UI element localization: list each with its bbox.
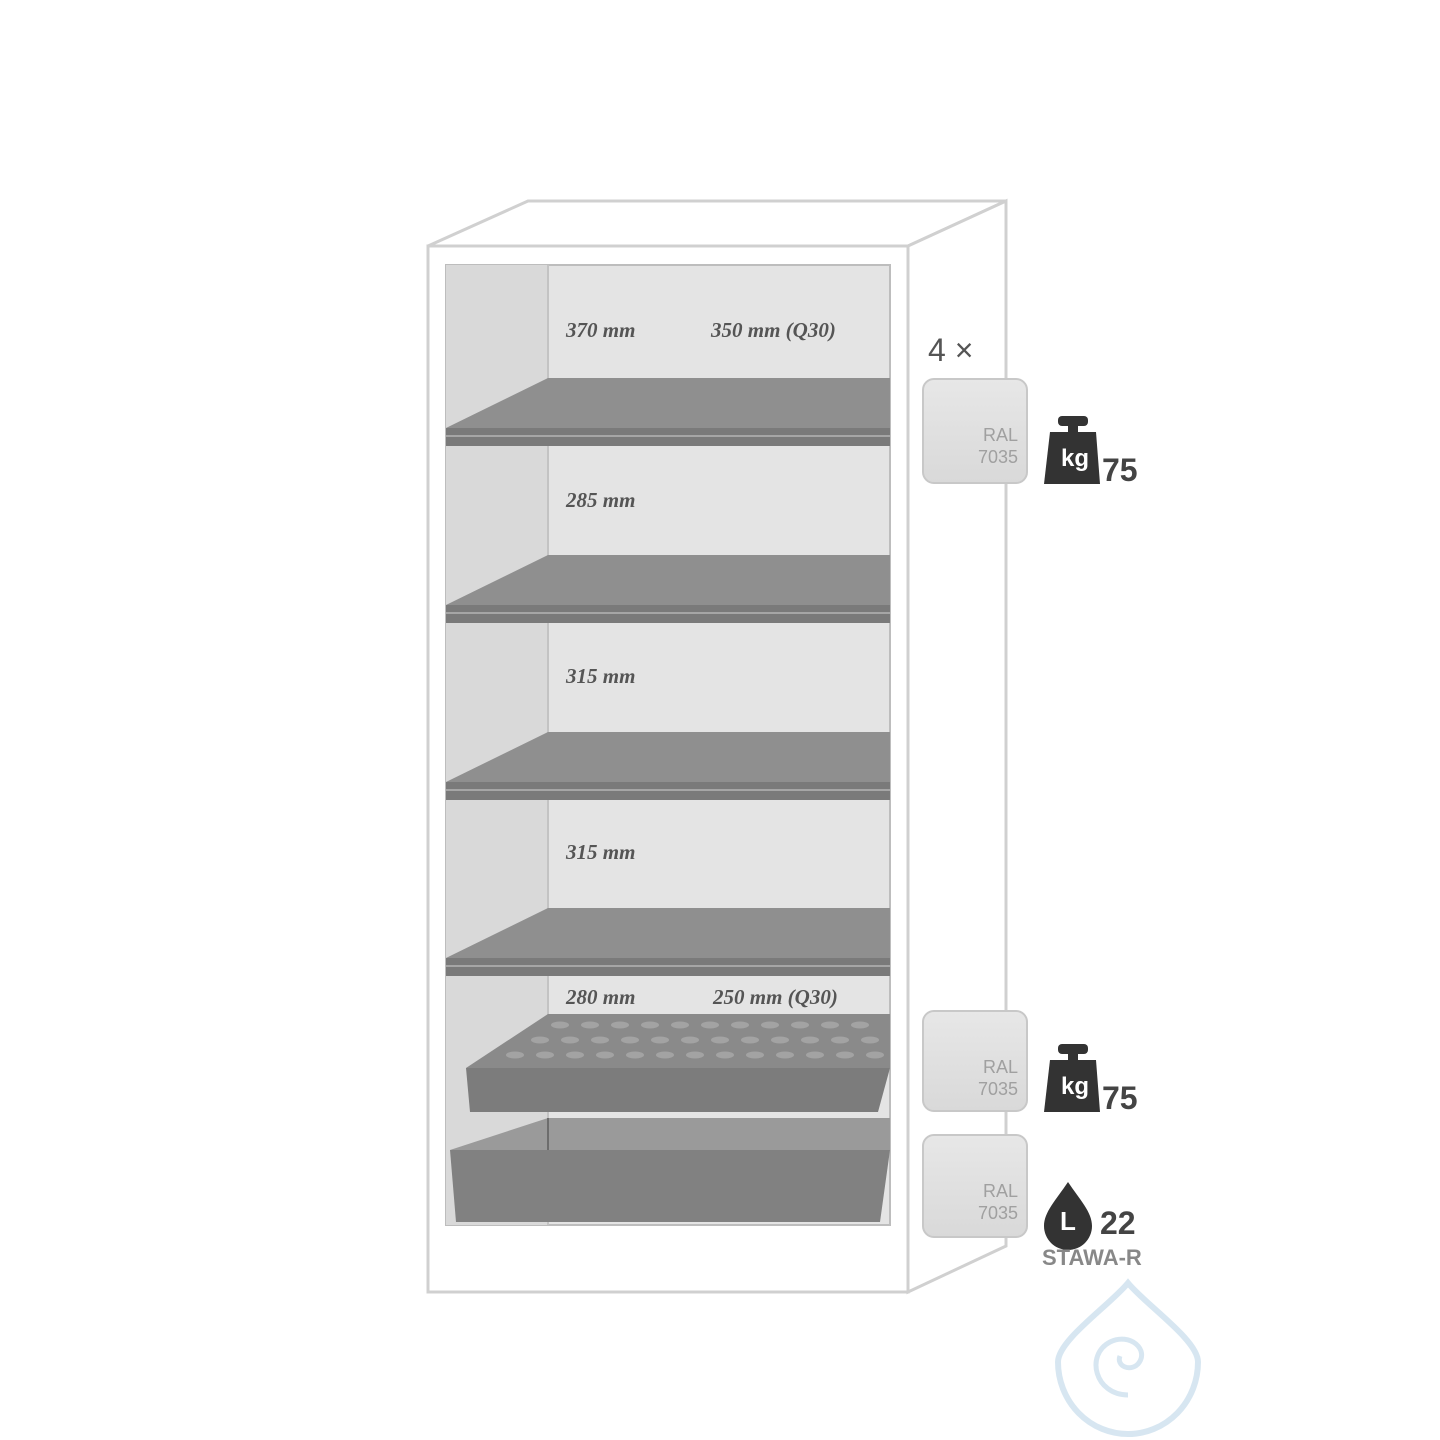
shelf-3 <box>446 732 890 800</box>
swatch-ral-code: 7035 <box>977 1079 1018 1099</box>
shelf-load-value: 75 <box>1102 452 1138 488</box>
weight-unit-letters: kg <box>1060 445 1089 472</box>
compartment-3-depth: 315 mm <box>566 664 636 688</box>
weight-kg-icon <box>1044 416 1100 484</box>
compartment-1-alt-depth: 350 mm (Q30) <box>711 318 836 342</box>
swatch-ral-code: 7035 <box>977 447 1018 467</box>
color-swatch: RAL 7035 <box>922 1010 1028 1112</box>
shelf-1 <box>446 378 890 446</box>
weight-kg-icon <box>1044 1044 1100 1112</box>
swatch-ral-label: RAL <box>982 425 1018 445</box>
compartment-4-depth: 315 mm <box>566 840 636 864</box>
compartment-1-depth: 370 mm <box>566 318 636 342</box>
sump-volume-value: 22 <box>1100 1205 1136 1241</box>
swatch-ral-label: RAL <box>982 1057 1018 1077</box>
shelf-count-label: 4 × <box>928 332 974 368</box>
perforated-insert <box>466 1014 890 1112</box>
watermark-logo <box>1054 1278 1202 1437</box>
swatch-ral-label: RAL <box>982 1181 1018 1201</box>
bottom-sump <box>450 1118 890 1222</box>
volume-unit-letter: L <box>1060 1206 1076 1236</box>
weight-unit-letters: kg <box>1060 1073 1089 1100</box>
sump-standard-label: STAWA-R <box>1042 1245 1142 1270</box>
swatch-ral-code: 7035 <box>977 1203 1018 1223</box>
insert-load-value: 75 <box>1102 1080 1138 1116</box>
compartment-5-alt-depth: 250 mm (Q30) <box>713 985 838 1009</box>
shelf-4 <box>446 908 890 976</box>
color-swatch: RAL 7035 <box>922 1134 1028 1238</box>
color-swatch: RAL 7035 <box>922 378 1028 484</box>
compartment-5-depth: 280 mm <box>566 985 636 1009</box>
liquid-drop-icon <box>1044 1182 1092 1250</box>
shelf-2 <box>446 555 890 623</box>
compartment-2-depth: 285 mm <box>566 488 636 512</box>
